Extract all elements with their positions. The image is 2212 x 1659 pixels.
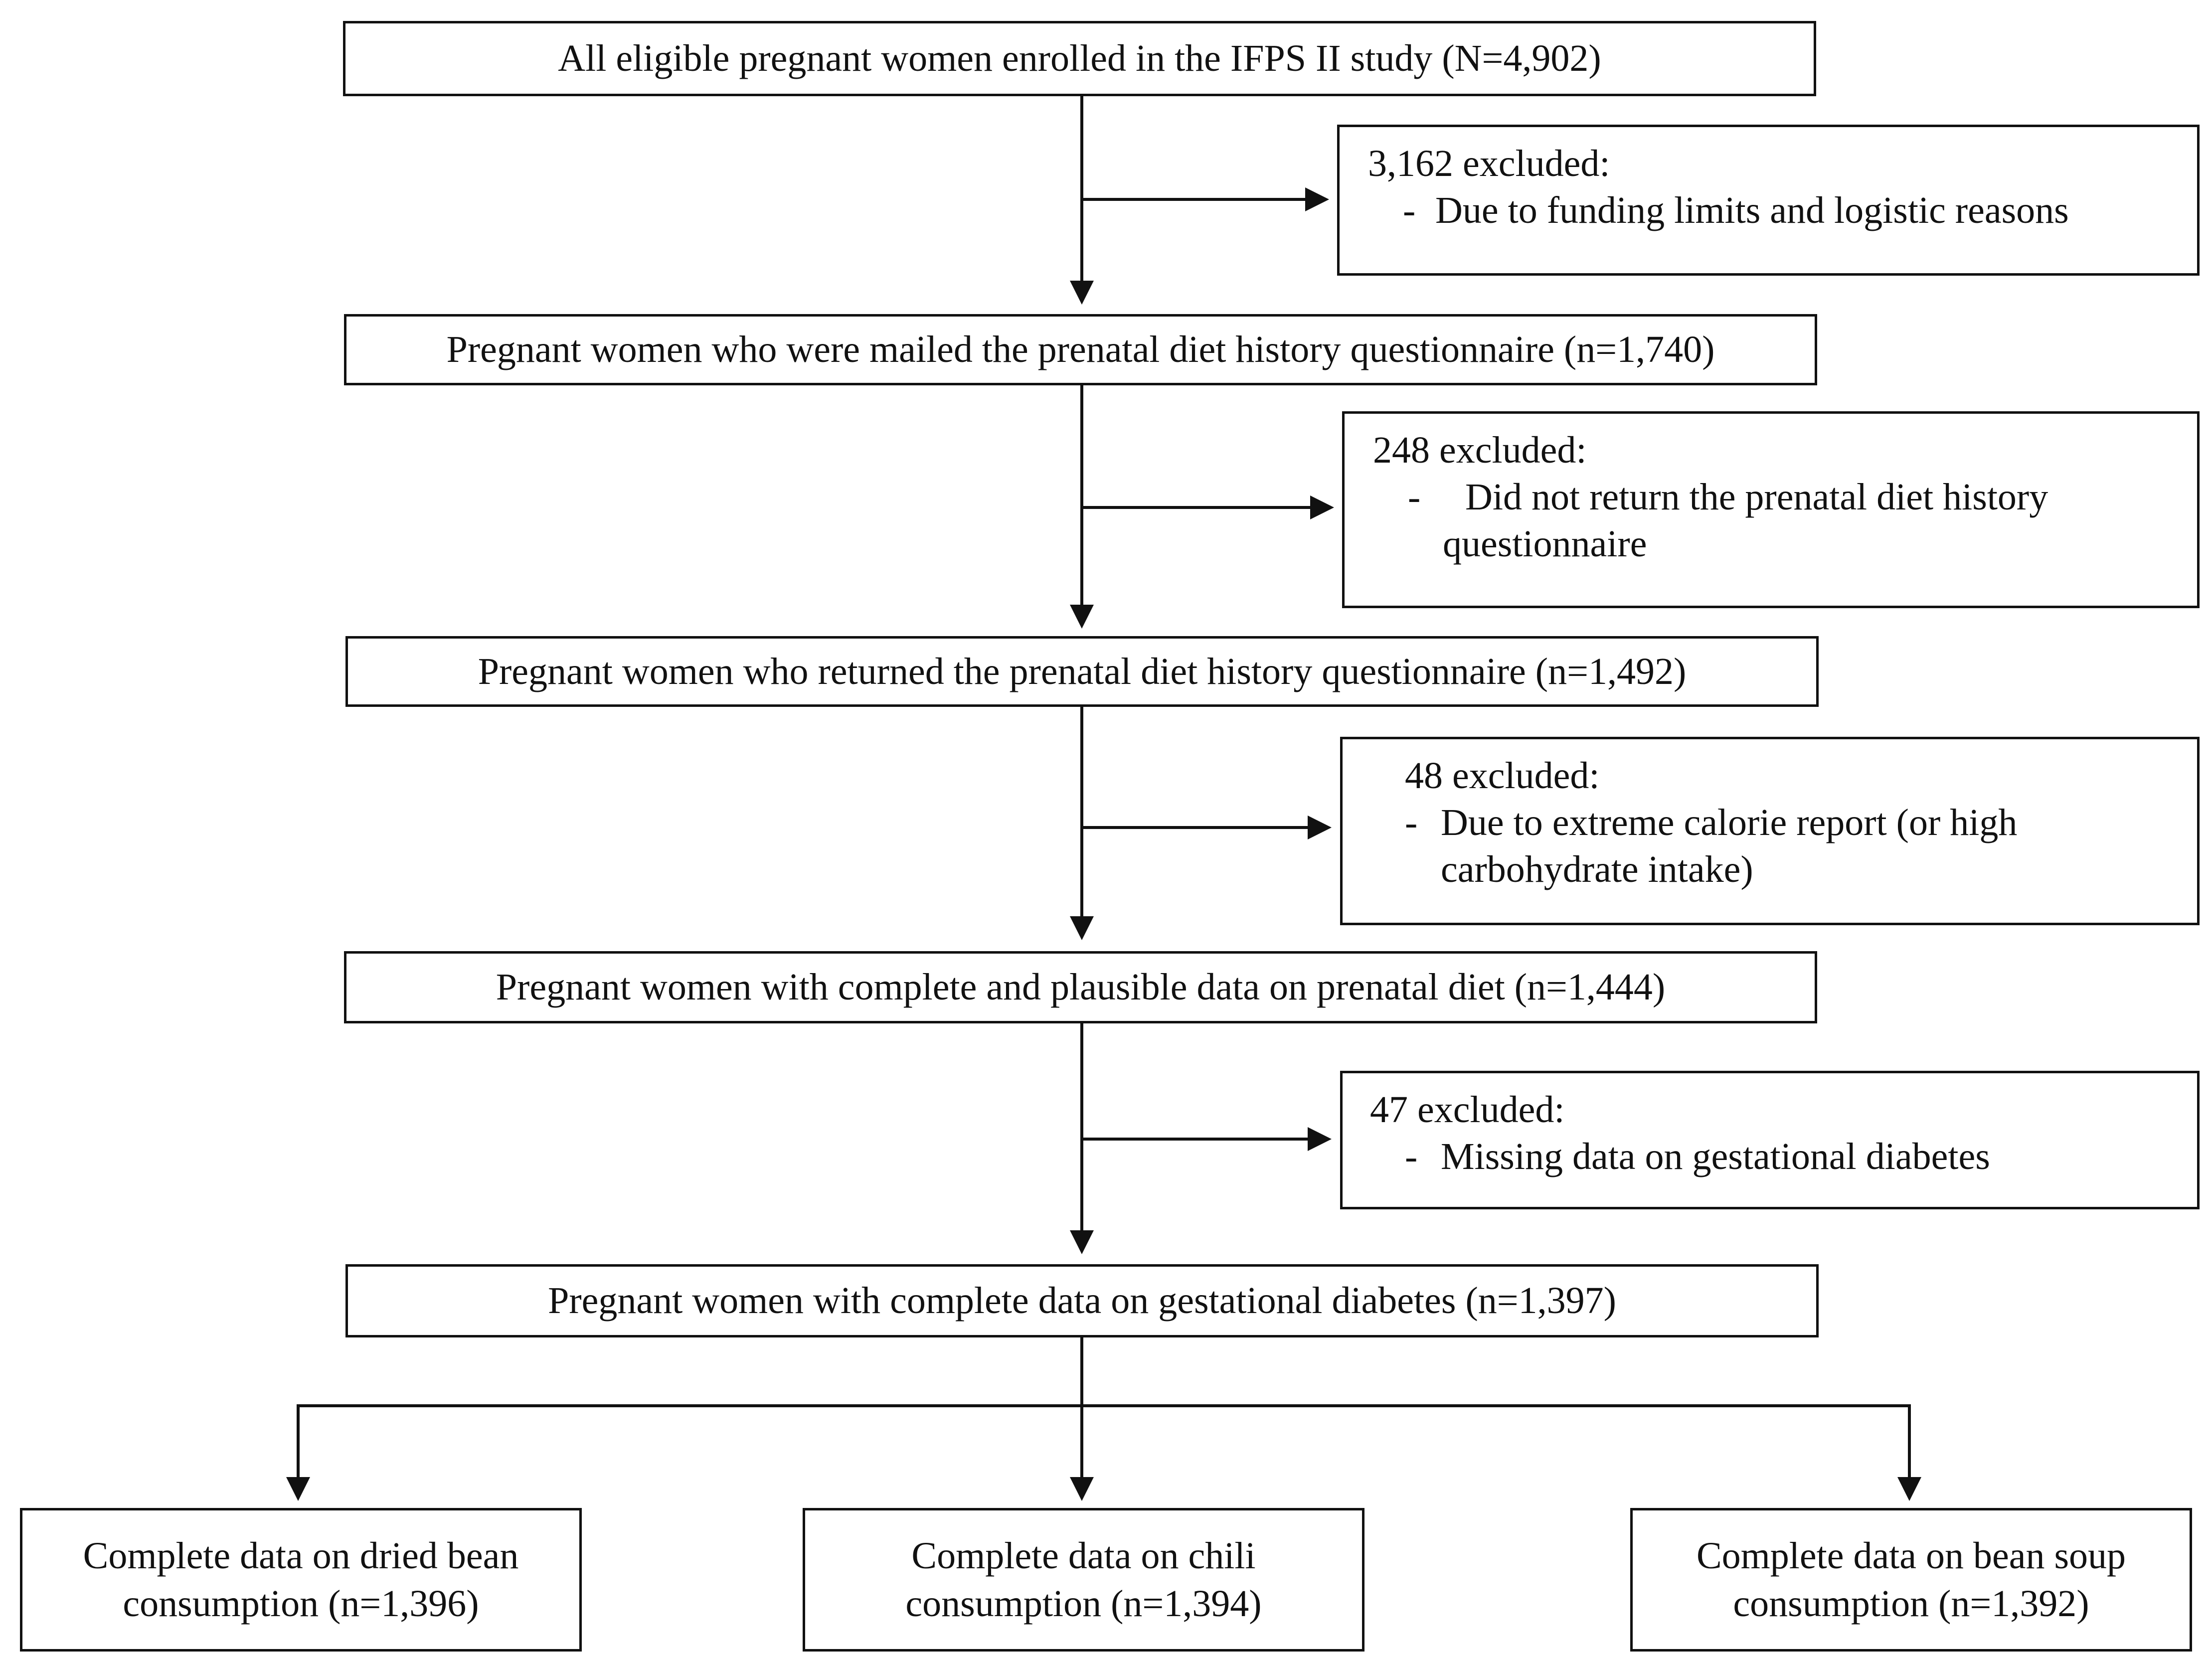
- outcome-dried-bean-line2: consumption (n=1,396): [123, 1583, 479, 1625]
- outcome-bean-soup-line2: consumption (n=1,392): [1733, 1583, 2089, 1625]
- exclusion-4-reason: - Missing data on gestational diabetes: [1370, 1133, 2197, 1180]
- flow-box-enrolled: All eligible pregnant women enrolled in …: [343, 21, 1816, 96]
- exclusion-2-count: 248 excluded:: [1373, 429, 1587, 471]
- flow-box-enrolled-text: All eligible pregnant women enrolled in …: [558, 37, 1601, 79]
- flow-box-returned: Pregnant women who returned the prenatal…: [345, 636, 1819, 707]
- exclusion-1-count: 3,162 excluded:: [1368, 143, 1610, 184]
- outcome-chili-line2: consumption (n=1,394): [905, 1583, 1262, 1625]
- exclusion-box-3: 48 excluded: - Due to extreme calorie re…: [1340, 737, 2200, 925]
- exclusion-3-reason-text: Due to extreme calorie report (or high: [1441, 802, 2018, 843]
- flow-box-mailed: Pregnant women who were mailed the prena…: [344, 314, 1817, 385]
- outcome-box-bean-soup: Complete data on bean soup consumption (…: [1630, 1508, 2192, 1652]
- exclusion-box-1: 3,162 excluded: - Due to funding limits …: [1337, 125, 2200, 276]
- exclusion-1-reason: - Due to funding limits and logistic rea…: [1368, 187, 2197, 234]
- flow-box-returned-text: Pregnant women who returned the prenatal…: [478, 650, 1687, 692]
- outcome-box-dried-bean: Complete data on dried bean consumption …: [20, 1508, 582, 1652]
- outcome-chili-line1: Complete data on chili: [911, 1535, 1256, 1577]
- exclusion-4-count: 47 excluded:: [1370, 1089, 1565, 1131]
- flow-box-gestational: Pregnant women with complete data on ges…: [345, 1264, 1819, 1337]
- exclusion-3-dash: -: [1405, 802, 1418, 843]
- outcome-bean-soup-line1: Complete data on bean soup: [1696, 1535, 2126, 1577]
- exclusion-1-dash: -: [1403, 189, 1416, 231]
- exclusion-3-reason-cont: carbohydrate intake): [1441, 848, 1753, 890]
- exclusion-2-reason: - Did not return the prenatal diet histo…: [1373, 474, 2197, 520]
- flow-box-plausible-text: Pregnant women with complete and plausib…: [496, 966, 1666, 1008]
- exclusion-box-2: 248 excluded: - Did not return the prena…: [1342, 411, 2200, 608]
- exclusion-3-count: 48 excluded:: [1405, 755, 1600, 797]
- exclusion-2-reason-cont: questionnaire: [1443, 523, 1647, 565]
- exclusion-3-reason: - Due to extreme calorie report (or high: [1405, 799, 2197, 846]
- exclusion-2-reason-text: Did not return the prenatal diet history: [1465, 476, 2048, 518]
- outcome-box-chili: Complete data on chili consumption (n=1,…: [803, 1508, 1364, 1652]
- exclusion-box-4: 47 excluded: - Missing data on gestation…: [1340, 1071, 2200, 1209]
- exclusion-4-reason-text: Missing data on gestational diabetes: [1441, 1136, 1990, 1177]
- flow-box-gestational-text: Pregnant women with complete data on ges…: [548, 1280, 1616, 1322]
- flow-box-mailed-text: Pregnant women who were mailed the prena…: [446, 329, 1715, 370]
- flow-box-plausible: Pregnant women with complete and plausib…: [344, 951, 1817, 1023]
- outcome-dried-bean-line1: Complete data on dried bean: [83, 1535, 519, 1577]
- exclusion-2-dash: -: [1408, 476, 1421, 518]
- exclusion-1-reason-text: Due to funding limits and logistic reaso…: [1435, 189, 2069, 231]
- exclusion-4-dash: -: [1405, 1136, 1418, 1177]
